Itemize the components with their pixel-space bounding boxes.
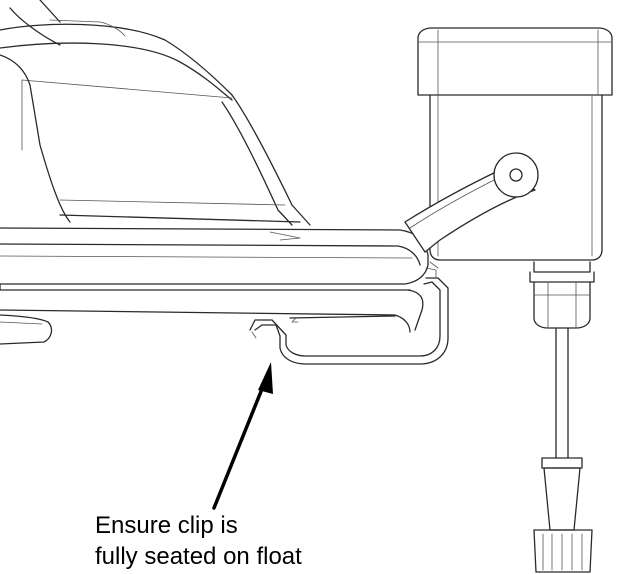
- pivot-arm: [404, 152, 539, 253]
- caption-line-2: fully seated on float: [95, 543, 302, 570]
- clip: [249, 261, 449, 365]
- annotation-arrow: [212, 362, 273, 510]
- float-rail: [0, 227, 429, 333]
- float-cylinder: [417, 27, 613, 261]
- stem-connector: [529, 261, 595, 573]
- annotation-caption: Ensure clip is fully seated on float: [95, 510, 455, 572]
- upper-housing: [0, 0, 311, 226]
- lower-tab: [0, 314, 53, 345]
- caption-line-1: Ensure clip is: [95, 512, 238, 539]
